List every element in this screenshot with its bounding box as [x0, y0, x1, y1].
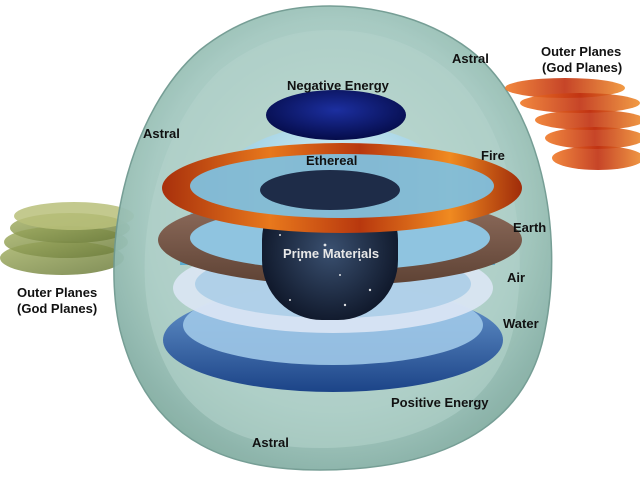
fire-ring [162, 143, 522, 233]
label-astral-top-right: Astral [452, 51, 489, 66]
label-ethereal: Ethereal [306, 153, 357, 168]
label-astral-left: Astral [143, 126, 180, 141]
label-outer-planes-left-line2: (God Planes) [17, 301, 97, 316]
label-outer-planes-left-line1: Outer Planes [17, 285, 97, 300]
label-negative-energy: Negative Energy [287, 78, 390, 93]
label-outer-planes-right-line1: Outer Planes [541, 44, 621, 59]
outer-planes-right-disks [505, 78, 640, 170]
label-fire: Fire [481, 148, 505, 163]
label-outer-planes-right-line2: (God Planes) [542, 60, 622, 75]
label-astral-bottom: Astral [252, 435, 289, 450]
label-prime-material: Prime Materials [283, 246, 379, 261]
label-earth: Earth [513, 220, 546, 235]
outer-planes-left-disks [0, 202, 134, 275]
negative-energy-disk [266, 90, 406, 140]
label-water: Water [503, 316, 539, 331]
label-air: Air [507, 270, 525, 285]
label-positive-energy: Positive Energy [391, 395, 489, 410]
